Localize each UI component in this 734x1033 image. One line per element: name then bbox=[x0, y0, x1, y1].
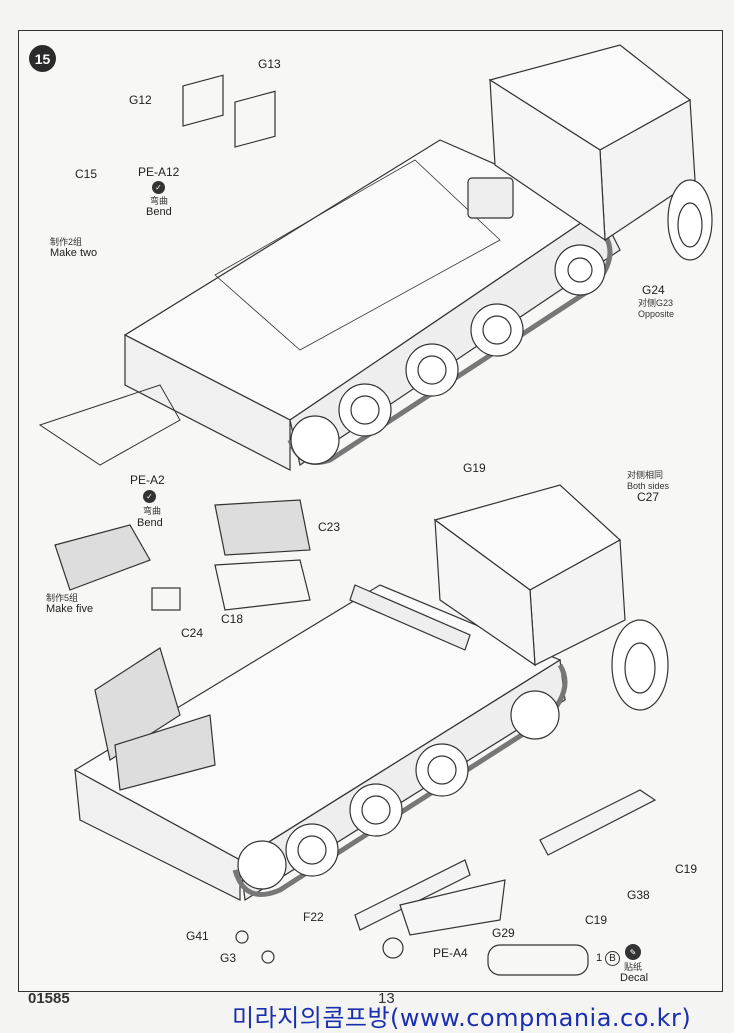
lower-halftrack-drawing bbox=[54, 484, 669, 976]
part-label-f22: F22 bbox=[303, 910, 324, 924]
decal-label-cn: 贴纸 bbox=[624, 962, 643, 972]
bend-icon: ✓ bbox=[143, 490, 156, 503]
part-label-c19: C19 bbox=[675, 862, 698, 876]
make-five-label: Make five bbox=[46, 603, 94, 615]
product-code: 01585 bbox=[28, 990, 70, 1007]
bend-label-cn: 弯曲 bbox=[143, 506, 162, 516]
part-label-pe-a12: PE-A12 bbox=[138, 165, 180, 179]
decal-sheet-badge: B bbox=[605, 951, 620, 966]
bend-label-cn: 弯曲 bbox=[150, 196, 169, 206]
opposite-label: Opposite bbox=[638, 309, 675, 319]
part-label-c19: C19 bbox=[585, 913, 608, 927]
make-five-cn: 制作5组 bbox=[46, 593, 79, 603]
part-label-g29: G29 bbox=[492, 926, 515, 940]
bend-label: Bend bbox=[137, 517, 163, 529]
part-label-g12: G12 bbox=[129, 93, 152, 107]
part-label-g13: G13 bbox=[258, 57, 281, 71]
decal-label: Decal bbox=[620, 972, 649, 984]
page-number: 13 bbox=[378, 990, 395, 1007]
decal-icon: ✎ bbox=[625, 944, 641, 960]
bend-label: Bend bbox=[146, 206, 172, 218]
part-label-c15: C15 bbox=[75, 167, 98, 181]
part-label-g24: G24 bbox=[642, 283, 665, 297]
bend-icon: ✓ bbox=[152, 181, 165, 194]
part-label-c23: C23 bbox=[318, 520, 341, 534]
make-two-label: Make two bbox=[50, 247, 98, 259]
both-sides-label: Both sides bbox=[627, 481, 670, 491]
upper-halftrack-drawing bbox=[38, 44, 713, 471]
part-label-c24: C24 bbox=[181, 626, 204, 640]
part-label-c27: C27 bbox=[637, 490, 660, 504]
part-label-g19: G19 bbox=[463, 461, 486, 475]
part-label-pe-a4: PE-A4 bbox=[433, 946, 468, 960]
part-label-g38: G38 bbox=[627, 888, 650, 902]
both-sides-cn: 对侧相同 bbox=[627, 470, 664, 480]
make-two-cn: 制作2组 bbox=[50, 237, 83, 247]
part-label-pe-a2: PE-A2 bbox=[130, 473, 165, 487]
watermark: 미라지의콤프방(www.compmania.co.kr) bbox=[232, 1004, 692, 1032]
part-label-g41: G41 bbox=[186, 929, 209, 943]
opposite-g23-cn: 对侧G23 bbox=[638, 298, 674, 308]
part-label-g3: G3 bbox=[220, 951, 237, 965]
step-number-badge: 15 bbox=[29, 45, 56, 72]
part-label-c18: C18 bbox=[221, 612, 244, 626]
decal-number: 1 bbox=[596, 952, 603, 964]
